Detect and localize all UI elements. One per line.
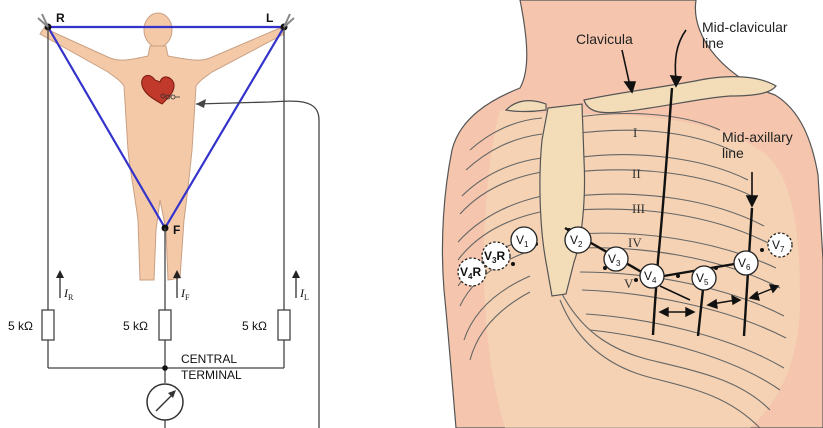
- central-terminal-label: CENTRAL: [181, 352, 237, 366]
- limb-label-r: R: [56, 11, 65, 25]
- resistor-right: [42, 310, 54, 340]
- annotation-mid-clavicular-2: line: [702, 35, 724, 51]
- rib-number-iv: IV: [628, 235, 642, 250]
- electrode-v4: V4: [640, 264, 664, 288]
- electrode-v3r: V3R: [482, 242, 510, 270]
- current-arrows: [56, 270, 300, 298]
- electrode-v4r: V4R: [458, 258, 486, 286]
- electrode-v5: V5: [692, 266, 716, 290]
- limb-label-l: L: [266, 11, 273, 25]
- resistor-label-right: 5 kΩ: [8, 319, 33, 333]
- body-figure: [40, 13, 284, 280]
- annotation-mid-axillary: Mid-axillary: [722, 129, 793, 145]
- resistor-label-foot: 5 kΩ: [123, 319, 148, 333]
- rib-number-ii: II: [632, 166, 641, 181]
- electrode-v3: V3: [604, 247, 628, 271]
- resistor-foot: [159, 310, 171, 340]
- annotation-clavicula: Clavicula: [576, 31, 633, 47]
- current-label-l: IL: [299, 286, 309, 302]
- resistor-left: [278, 310, 290, 340]
- rib-number-i: I: [633, 125, 637, 140]
- electrode-v6: V6: [734, 251, 758, 275]
- voltmeter-icon: [147, 384, 183, 420]
- electrode-v1: V1: [511, 227, 537, 253]
- electrode-v7: V7: [768, 233, 792, 257]
- annotation-mid-clavicular: Mid-clavicular: [702, 19, 788, 35]
- rib-number-iii: III: [632, 201, 645, 216]
- rib-number-v: V: [624, 276, 634, 291]
- limb-label-f: F: [173, 223, 180, 237]
- electrode-v2: V2: [565, 227, 591, 253]
- annotation-mid-axillary-2: line: [722, 145, 744, 161]
- resistor-label-left: 5 kΩ: [242, 319, 267, 333]
- central-terminal-label-2: TERMINAL: [181, 368, 242, 382]
- current-label-r: IR: [63, 286, 74, 302]
- current-label-f: IF: [180, 286, 190, 302]
- central-terminal-node: [162, 365, 168, 371]
